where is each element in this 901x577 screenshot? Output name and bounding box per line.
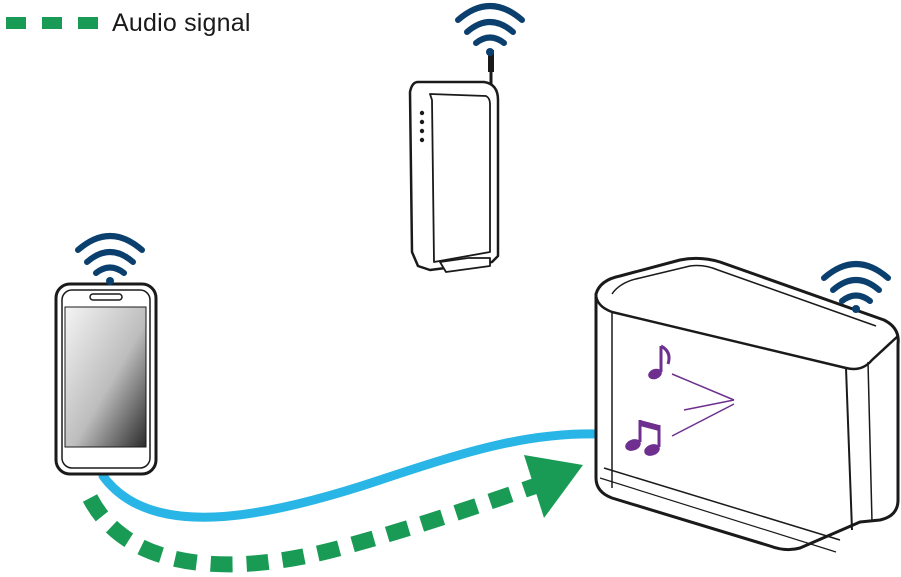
router-icon bbox=[408, 50, 500, 273]
speaker-icon bbox=[594, 256, 900, 553]
legend: Audio signal bbox=[6, 6, 251, 40]
connection-cable bbox=[98, 429, 605, 522]
smartphone-icon bbox=[54, 282, 158, 476]
music-notes-icon bbox=[625, 420, 661, 456]
phone-wifi-icon bbox=[75, 233, 145, 285]
music-note-icon bbox=[648, 344, 671, 380]
audio-signal-legend-swatch bbox=[6, 17, 98, 29]
legend-label: Audio signal bbox=[112, 9, 251, 37]
speaker-wifi-icon bbox=[821, 261, 891, 313]
router-wifi-icon bbox=[455, 3, 525, 56]
sound-lines bbox=[671, 373, 735, 437]
audio-signal-arrow bbox=[82, 455, 583, 573]
